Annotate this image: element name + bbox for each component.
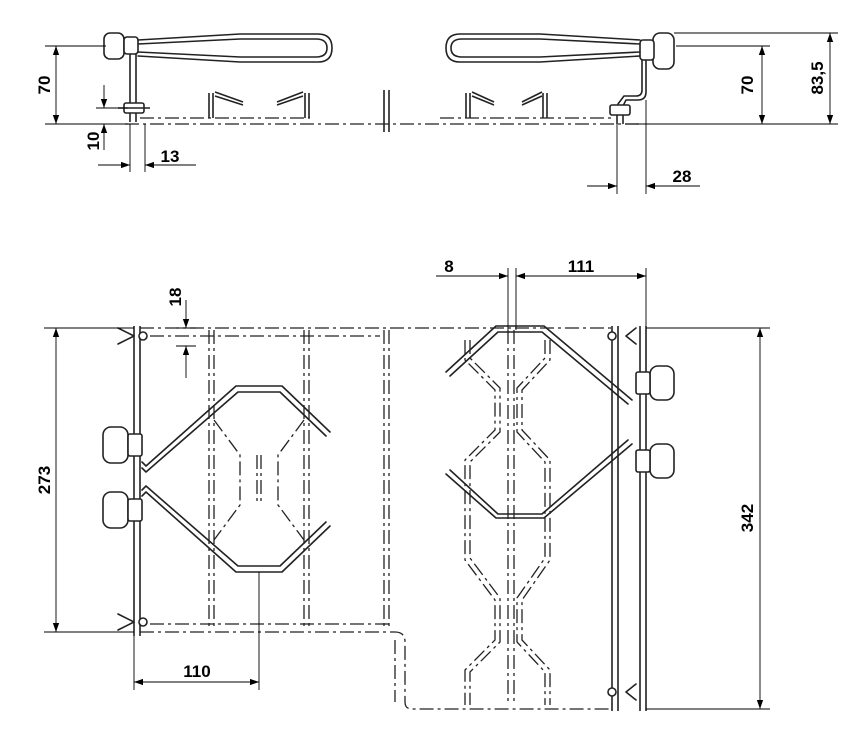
dim-28: 28 [673, 167, 692, 186]
right-handle [445, 32, 675, 124]
dim-110: 110 [183, 662, 210, 681]
plan-dimensions: 8 111 18 273 342 110 [35, 257, 770, 710]
right-knobs [607, 327, 675, 701]
left-wire-holder [141, 385, 331, 573]
dim-18: 18 [166, 288, 185, 307]
dim-273: 273 [35, 466, 54, 494]
plan-view: 8 111 18 273 342 110 [35, 257, 770, 711]
dim-83-5: 83,5 [808, 61, 827, 94]
side-view: 70 10 13 70 83,5 28 [35, 32, 838, 194]
dim-10: 10 [84, 132, 103, 151]
side-left-dimensions: 70 10 13 [35, 45, 196, 172]
dim-70-right: 70 [738, 76, 757, 95]
side-right-dimensions: 70 83,5 28 [587, 32, 838, 194]
dim-13: 13 [161, 147, 180, 166]
right-wire-holder [445, 325, 633, 705]
dim-8: 8 [444, 257, 453, 276]
dim-70-left: 70 [35, 76, 54, 95]
dim-111: 111 [568, 257, 595, 276]
side-holders [208, 90, 548, 132]
left-handle [103, 32, 333, 122]
left-knobs [102, 327, 148, 631]
dim-342: 342 [738, 504, 757, 532]
